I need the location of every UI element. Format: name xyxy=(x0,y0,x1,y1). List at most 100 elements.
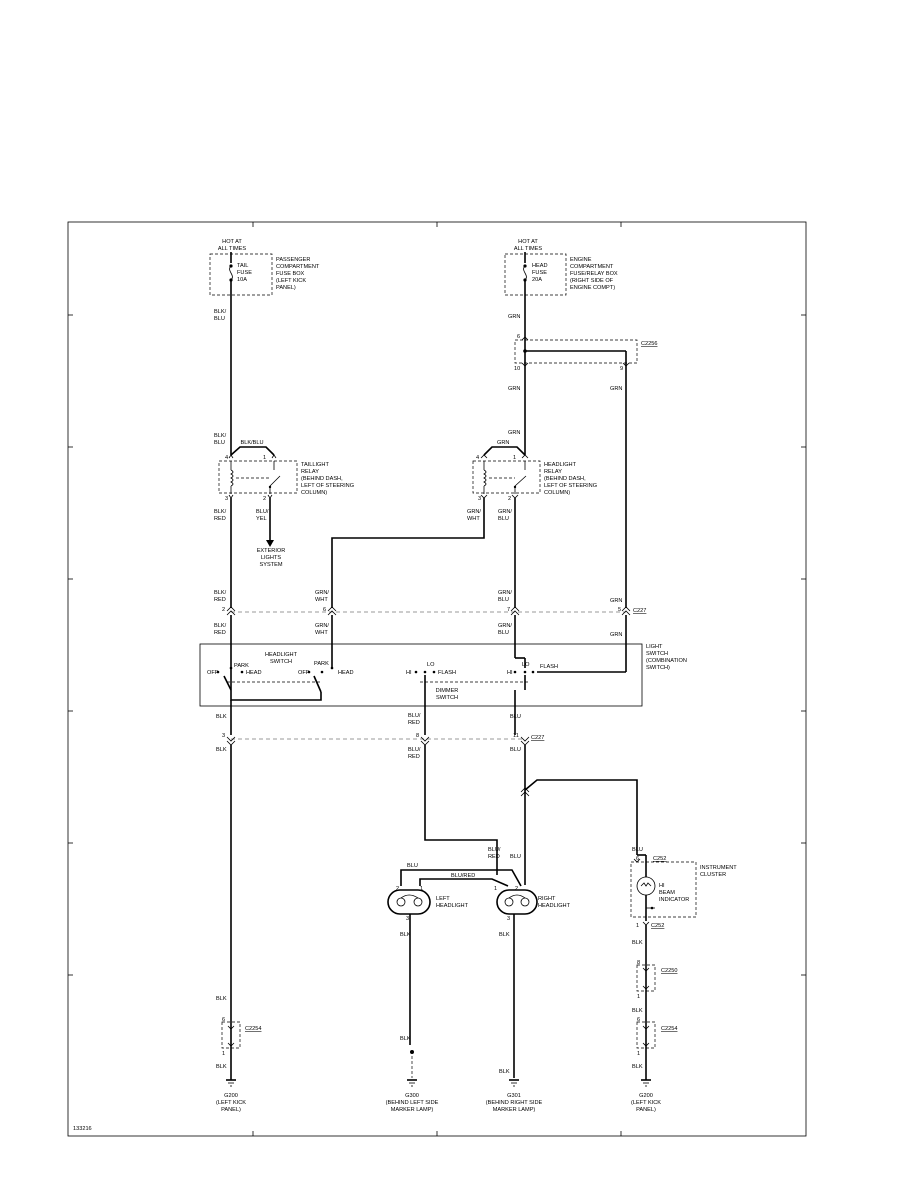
relay-contact-icon xyxy=(269,475,281,487)
svg-text:4: 4 xyxy=(476,455,479,461)
svg-text:C227: C227 xyxy=(531,735,544,741)
svg-text:PANEL): PANEL) xyxy=(636,1107,656,1113)
svg-text:BLU: BLU xyxy=(498,597,509,603)
svg-text:SYSTEM: SYSTEM xyxy=(259,562,282,568)
svg-text:MARKER LAMP): MARKER LAMP) xyxy=(391,1107,434,1113)
svg-text:SWITCH: SWITCH xyxy=(270,659,292,665)
relay-contact-icon xyxy=(514,475,527,487)
ground-g300 xyxy=(407,1079,417,1087)
svg-text:BLU/: BLU/ xyxy=(408,713,421,719)
svg-text:BLK: BLK xyxy=(216,1064,227,1070)
svg-text:RED: RED xyxy=(214,516,226,522)
svg-text:BLU: BLU xyxy=(214,316,225,322)
svg-text:1: 1 xyxy=(637,994,640,1000)
svg-text:HI: HI xyxy=(406,670,412,676)
svg-text:BLU/: BLU/ xyxy=(256,509,269,515)
svg-text:20A: 20A xyxy=(532,277,542,283)
svg-text:HEADLIGHT: HEADLIGHT xyxy=(544,462,577,468)
svg-text:RED: RED xyxy=(408,754,420,760)
svg-text:GRN/: GRN/ xyxy=(498,623,512,629)
jumper-grn xyxy=(483,446,526,456)
svg-text:COLUMN): COLUMN) xyxy=(544,490,570,496)
svg-text:BLU: BLU xyxy=(214,440,225,446)
svg-text:8: 8 xyxy=(416,733,419,739)
svg-text:3: 3 xyxy=(225,496,228,502)
svg-text:HEADLIGHT: HEADLIGHT xyxy=(265,652,298,658)
light-switch-box xyxy=(199,643,643,707)
svg-text:PANEL): PANEL) xyxy=(221,1107,241,1113)
svg-text:6: 6 xyxy=(323,607,326,613)
ground-g200-right xyxy=(641,1079,651,1087)
svg-text:RELAY: RELAY xyxy=(544,469,562,475)
svg-text:BLK/: BLK/ xyxy=(214,509,227,515)
svg-text:FLASH: FLASH xyxy=(540,664,558,670)
tail-fuse-label-2: FUSE xyxy=(237,270,252,276)
svg-text:GRN/: GRN/ xyxy=(315,590,329,596)
svg-text:C252: C252 xyxy=(651,923,664,929)
svg-text:5: 5 xyxy=(618,607,621,613)
svg-text:(BEHIND RIGHT SIDE: (BEHIND RIGHT SIDE xyxy=(486,1100,543,1106)
svg-text:WHT: WHT xyxy=(467,516,480,522)
svg-text:HEAD: HEAD xyxy=(246,670,262,676)
svg-text:GRN: GRN xyxy=(508,386,520,392)
svg-text:CLUSTER: CLUSTER xyxy=(700,872,726,878)
svg-text:2: 2 xyxy=(508,496,511,502)
svg-text:FUSE/RELAY BOX: FUSE/RELAY BOX xyxy=(570,271,618,277)
svg-text:GRN/: GRN/ xyxy=(498,590,512,596)
svg-text:LEFT: LEFT xyxy=(436,896,450,902)
svg-text:LEFT OF STEERING: LEFT OF STEERING xyxy=(301,483,354,489)
svg-text:YEL: YEL xyxy=(256,516,267,522)
svg-text:8: 8 xyxy=(637,960,640,966)
svg-text:BLK: BLK xyxy=(499,932,510,938)
headlight-switch-contact-2[interactable] xyxy=(313,675,322,693)
wire-blu-to-cluster xyxy=(524,779,638,855)
svg-text:HEADLIGHT: HEADLIGHT xyxy=(436,903,469,909)
svg-text:BLK: BLK xyxy=(216,714,227,720)
svg-text:BLK/: BLK/ xyxy=(214,590,227,596)
svg-text:11: 11 xyxy=(513,733,519,739)
svg-text:3: 3 xyxy=(222,733,225,739)
svg-text:BLK: BLK xyxy=(632,940,643,946)
svg-text:RIGHT: RIGHT xyxy=(538,896,556,902)
svg-text:WHT: WHT xyxy=(315,630,328,636)
svg-text:EXTERIOR: EXTERIOR xyxy=(257,548,286,554)
headlight-switch-contact[interactable] xyxy=(223,675,232,691)
svg-text:C2256: C2256 xyxy=(641,341,657,347)
svg-text:LO: LO xyxy=(427,662,435,668)
svg-text:BLK/: BLK/ xyxy=(214,623,227,629)
svg-text:GRN/: GRN/ xyxy=(498,509,512,515)
tail-fusebox-label-3: FUSE BOX xyxy=(276,271,305,277)
svg-text:3: 3 xyxy=(507,916,510,922)
svg-text:BLU: BLU xyxy=(510,854,521,860)
svg-text:2: 2 xyxy=(515,886,518,892)
svg-text:3: 3 xyxy=(478,496,481,502)
svg-text:RELAY: RELAY xyxy=(301,469,319,475)
svg-text:GRN: GRN xyxy=(610,598,622,604)
svg-text:BLK: BLK xyxy=(499,1069,510,1075)
left-headlight-icon xyxy=(387,889,431,915)
svg-text:BLK: BLK xyxy=(216,996,227,1002)
svg-text:(RIGHT SIDE OF: (RIGHT SIDE OF xyxy=(570,278,614,284)
svg-text:(LEFT KICK: (LEFT KICK xyxy=(631,1100,661,1106)
svg-text:9: 9 xyxy=(620,366,623,372)
svg-text:C252: C252 xyxy=(653,856,666,862)
tail-fusebox-label-5: PANEL) xyxy=(276,285,296,291)
svg-text:COMPARTMENT: COMPARTMENT xyxy=(570,264,614,270)
svg-text:2: 2 xyxy=(396,886,399,892)
svg-text:INSTRUMENT: INSTRUMENT xyxy=(700,865,737,871)
passenger-fuse-box xyxy=(209,253,273,296)
svg-text:INDICATOR: INDICATOR xyxy=(659,897,689,903)
svg-text:1: 1 xyxy=(222,1051,225,1057)
svg-text:TAILLIGHT: TAILLIGHT xyxy=(301,462,329,468)
svg-text:HEADLIGHT: HEADLIGHT xyxy=(538,903,571,909)
svg-text:1: 1 xyxy=(637,1051,640,1057)
zone-ticks xyxy=(68,222,806,1136)
diagram-frame xyxy=(67,221,807,1137)
svg-text:BLK/: BLK/ xyxy=(214,433,227,439)
svg-text:C2254: C2254 xyxy=(661,1026,677,1032)
svg-text:ENGINE COMPT): ENGINE COMPT) xyxy=(570,285,615,291)
svg-text:COLUMN): COLUMN) xyxy=(301,490,327,496)
svg-text:BLU: BLU xyxy=(510,714,521,720)
right-headlight-icon xyxy=(496,889,538,915)
